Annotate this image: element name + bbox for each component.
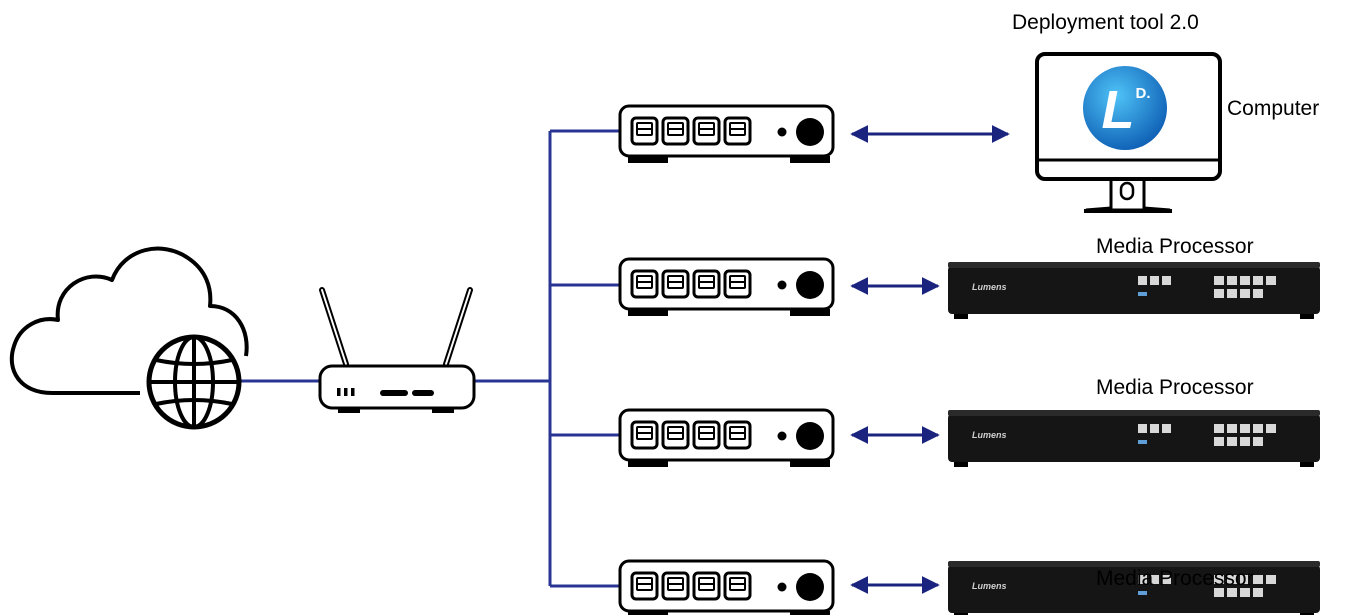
deployment-tool-label: Deployment tool 2.0 <box>1012 11 1199 34</box>
switch-icon <box>618 408 835 467</box>
switch-icon <box>618 257 835 316</box>
connection-arrows <box>850 125 1010 594</box>
computer-label: Computer <box>1227 97 1320 120</box>
media-processor-device: Lumens <box>948 262 1320 319</box>
switch-icon <box>618 559 835 615</box>
computer-monitor-icon: L D. <box>1035 52 1222 213</box>
cloud-globe-icon <box>9 246 249 430</box>
app-logo-letter: L <box>1102 80 1135 140</box>
media-processor-label: Media Processor <box>1096 376 1254 399</box>
network-lines <box>240 129 620 588</box>
brand-logo: Lumens <box>972 581 1007 591</box>
app-logo-sup: D. <box>1136 85 1151 102</box>
router-icon <box>318 287 476 413</box>
media-processor-label: Media Processor <box>1096 235 1254 258</box>
media-processor-label: Media Processor <box>1096 567 1254 590</box>
switch-icon <box>618 104 835 163</box>
media-processor-device: Lumens <box>948 410 1320 467</box>
media-processor-device: Lumens <box>948 561 1320 615</box>
switch-group <box>618 104 835 615</box>
app-logo-icon: L D. <box>1083 66 1167 150</box>
brand-logo: Lumens <box>972 282 1007 292</box>
brand-logo: Lumens <box>972 430 1007 440</box>
